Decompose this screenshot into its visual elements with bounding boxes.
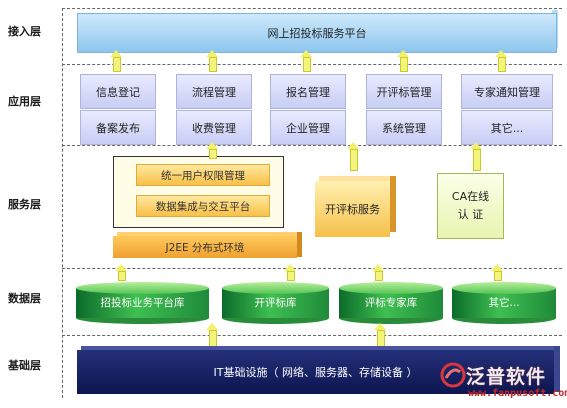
j2ee-bar-side [297, 232, 302, 257]
db-label: 评标专家库 [364, 297, 418, 309]
db-cylinder-bidding: 招投标业务平台库 [76, 282, 209, 324]
db-label: 其它... [488, 297, 520, 309]
service-auth-box: 统一用户权限管理 [136, 164, 270, 186]
ca-line2: 认 证 [457, 208, 484, 221]
watermark-brand: 泛普软件 [466, 366, 547, 388]
app-box-info-register: 信息登记 [80, 74, 156, 109]
app-box-process-mgmt: 流程管理 [176, 74, 252, 109]
layer-divider [62, 145, 562, 146]
db-cylinder-experts: 评标专家库 [339, 282, 443, 324]
base-bar-top [81, 346, 558, 350]
layer-divider [62, 8, 562, 9]
brand-logo-icon [440, 362, 466, 388]
fanpusoft-watermark: 泛普软件 www.fanpusoft.com [440, 360, 567, 406]
bid-open-service-box: 开评标服务 [315, 181, 390, 237]
layer-label-base: 基础层 [8, 359, 41, 372]
ca-auth-box: CA在线 认 证 [437, 173, 504, 239]
layer-divider [62, 64, 562, 65]
layer-divider-vertical [62, 8, 63, 398]
layer-label-application: 应用层 [8, 95, 41, 108]
app-box-fee-mgmt: 收费管理 [176, 110, 252, 145]
layer-divider [62, 335, 562, 336]
db-cylinder-bid-eval: 开评标库 [222, 282, 329, 324]
db-label: 开评标库 [254, 297, 297, 309]
service-integration-box: 数据集成与交互平台 [136, 195, 270, 217]
app-box-system-mgmt: 系统管理 [366, 110, 442, 145]
app-box-filing-publish: 备案发布 [80, 110, 156, 145]
app-box-enterprise-mgmt: 企业管理 [270, 110, 346, 145]
db-label: 招投标业务平台库 [100, 297, 185, 309]
bid-open-cube-top [319, 176, 391, 182]
watermark-url: www.fanpusoft.com [468, 388, 567, 399]
j2ee-bar-top [117, 232, 299, 237]
j2ee-environment-bar: J2EE 分布式环境 [113, 236, 297, 258]
layer-label-service: 服务层 [8, 198, 41, 211]
base-bar-side [554, 346, 560, 392]
app-box-expert-notice-mgmt: 专家通知管理 [461, 74, 553, 109]
app-box-bid-eval-mgmt: 开评标管理 [366, 74, 442, 109]
app-box-registration-mgmt: 报名管理 [270, 74, 346, 109]
layer-label-data: 数据层 [8, 292, 41, 305]
ca-line1: CA在线 [451, 190, 490, 203]
layer-divider [62, 268, 562, 269]
layer-label-access: 接入层 [8, 25, 41, 38]
it-infrastructure-bar: IT基础设施（ 网络、服务器、存储设备 ） [77, 350, 554, 394]
app-box-other: 其它... [461, 110, 553, 145]
bid-open-cube-side [390, 176, 396, 232]
db-cylinder-other: 其它... [452, 282, 556, 324]
access-platform-bar: 网上招投标服务平台 [77, 13, 557, 53]
